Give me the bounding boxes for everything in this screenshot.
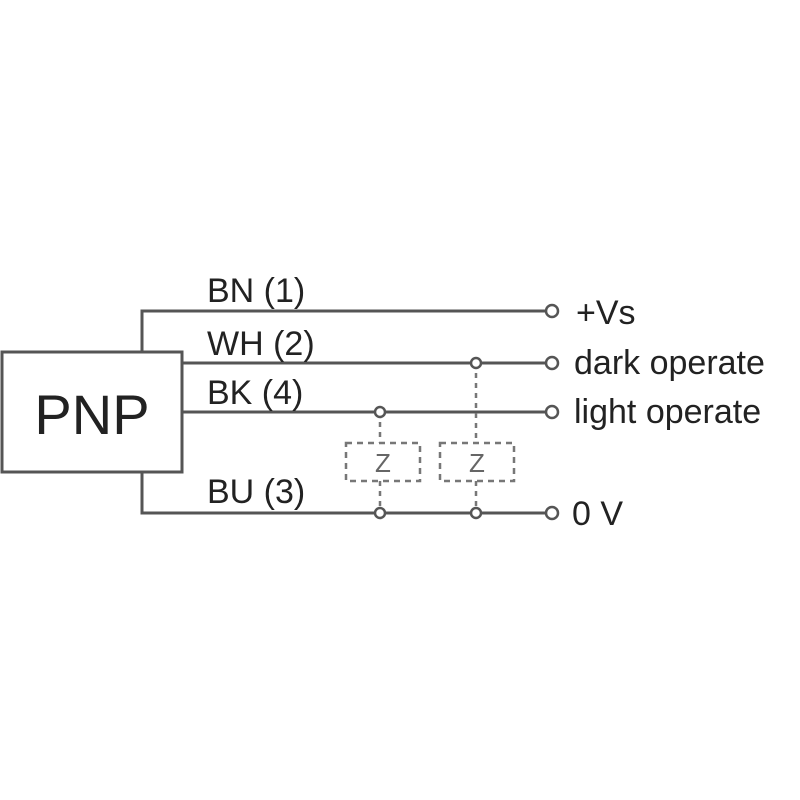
wire-wh-label: WH (2) [207,325,315,363]
terminal-dark-operate-label: dark operate [574,344,765,382]
terminal-vs [544,303,560,319]
pnp-sensor-box [0,350,184,474]
terminal-0v [544,505,560,521]
terminal-0v-label: 0 V [572,495,623,533]
load-2-box [438,441,516,483]
load-1-bottom-junction [373,506,387,520]
wire-bn-label: BN (1) [207,272,305,310]
load-1-top-junction [373,405,387,419]
wire-bu-label: BU (3) [207,473,305,511]
terminal-dark-operate [544,355,560,371]
wire-bu [140,472,546,515]
load-2-label: Z [469,448,485,478]
load-2-bottom-junction [469,506,483,520]
terminal-light-operate [544,404,560,420]
terminal-vs-label: +Vs [576,294,636,332]
wire-bn [140,309,546,352]
pnp-sensor-label: PNP [34,383,149,446]
load-1-label: Z [375,448,391,478]
load-2-top-junction [469,356,483,370]
wire-bk-label: BK (4) [207,374,303,412]
load-1-box [344,441,422,483]
terminal-light-operate-label: light operate [574,393,761,431]
